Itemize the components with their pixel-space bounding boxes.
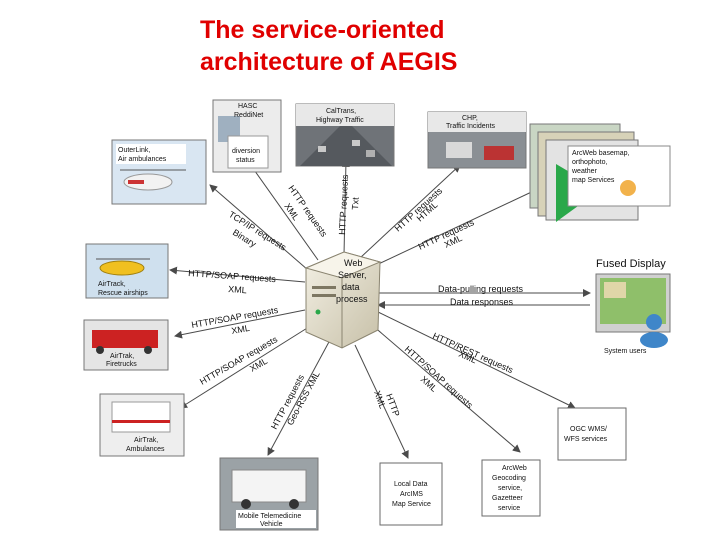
node-arcweb-geo: ArcWeb Geocoding service, Gazetteer serv… [481,459,541,517]
link-arcweb-basemap [369,187,541,269]
geo-label-1: ArcWeb [502,465,527,472]
caltrans-label-1: CalTrans, [326,108,356,115]
web-server: Web Server, data process [304,251,382,349]
edge-label-data-responses: Data responses [450,297,514,307]
server-label-2: Server, [338,270,367,280]
node-airtrak-fire: AirTrak, Firetrucks [83,319,169,371]
fused-title: Fused Display [596,258,666,270]
node-chp: CHP, Traffic Incidents [427,111,527,169]
node-fused-display: Fused Display System users [595,258,671,355]
server-label-3: data [342,282,360,292]
link-chp [359,164,461,259]
page-title: The service-oriented architecture of AEG… [200,14,560,78]
edge-label-amb-soap: HTTP/SOAP requests [198,334,280,387]
node-airtrak-amb: AirTrak, Ambulances [99,393,185,457]
helicopter-icon [123,173,173,191]
node-outerlink: OuterLink, Air ambulances [111,139,207,205]
hasc-label-2: ReddiNet [234,112,263,119]
mobile-label-1: Mobile Telemedicine [238,513,301,520]
link-arcweb-geo [371,324,521,453]
edge-label-caltrans-txt: Txt [350,197,361,211]
mobile-label-2: Vehicle [260,521,283,528]
fire-label-1: AirTrak, [110,353,134,360]
node-ogc: OGC WMS/ WFS services [557,407,627,461]
chp-label-1: CHP, [462,115,478,122]
weather-icon [620,180,636,196]
edge-label-local-xml: XML [372,389,388,410]
hasc-label-4: status [236,157,255,164]
title-line-2: architecture of AEGIS [200,48,458,76]
caltrans-label-2: Highway Traffic [316,117,364,124]
geo-label-4: Gazetteer [492,495,523,502]
local-label-2: ArcIMS [400,491,423,498]
basemap-label-3: weather [571,168,598,175]
server-led-icon [315,309,321,315]
geo-label-2: Geocoding [492,475,526,482]
ambulance-icon [111,401,171,433]
basemap-label-1: ArcWeb basemap, [572,150,630,157]
hasc-label-1: HASC [238,103,257,110]
amb-label-1: AirTrak, [134,437,158,444]
vehicle-icon [484,146,514,160]
helicopter-icon [99,260,145,276]
hasc-label-3: diversion [232,148,260,155]
basemap-label-4: map Services [572,177,615,184]
server-slot [312,294,336,297]
link-mobile [267,339,331,456]
rescue-label-1: AirTrack, [98,281,126,288]
basemap-label-2: orthophoto, [572,159,607,166]
outerlink-label-2: Air ambulances [118,156,167,163]
geo-label-5: service [498,505,520,512]
local-label-1: Local Data [394,481,428,488]
fused-users-label: System users [604,348,647,355]
rescue-label-2: Rescue airships [98,290,148,297]
edge-label-fire-xml: XML [231,323,251,336]
edge-label-rescue-soap: HTTP/SOAP requests [188,268,277,284]
edge-label-caltrans-http: HTTP requests [337,174,350,235]
outerlink-label-1: OuterLink, [118,147,150,154]
amb-label-2: Ambulances [126,446,165,453]
vehicle-icon [231,469,307,503]
node-arcweb-basemap: ArcWeb basemap, orthophoto, weather map … [529,123,671,222]
link-rescue [169,266,306,283]
node-mobile-tele: Mobile Telemedicine Vehicle [219,457,319,531]
server-label-4: process [336,294,368,304]
server-label-1: Web [344,258,362,268]
user-icon [646,314,662,330]
firetruck-icon [92,330,158,348]
link-firetrucks [174,309,306,339]
ogc-label-1: OGC WMS/ [570,426,607,433]
link-caltrans [341,159,350,256]
node-hasc: HASC ReddiNet diversion status [212,99,282,173]
title-line-1: The service-oriented [200,16,445,44]
connector-lines [169,149,591,459]
node-caltrans: CalTrans, Highway Traffic [295,103,395,167]
node-local-data: Local Data ArcIMS Map Service [379,462,443,526]
link-local-data [354,344,409,459]
chp-label-2: Traffic Incidents [446,123,496,130]
link-ogc [377,311,576,409]
local-label-3: Map Service [392,501,431,508]
server-slot [312,286,336,289]
link-outerlink [209,184,309,271]
fire-label-2: Firetrucks [106,361,137,368]
edge-label-data-pulling: Data-pulling requests [438,284,524,294]
geo-label-3: service, [498,485,522,492]
vehicle-icon [446,142,472,158]
edge-label-rescue-xml: XML [228,284,247,295]
node-airtrack-rescue: AirTrack, Rescue airships [85,243,169,299]
link-ambulances [179,324,313,409]
ogc-label-2: WFS services [564,436,608,443]
